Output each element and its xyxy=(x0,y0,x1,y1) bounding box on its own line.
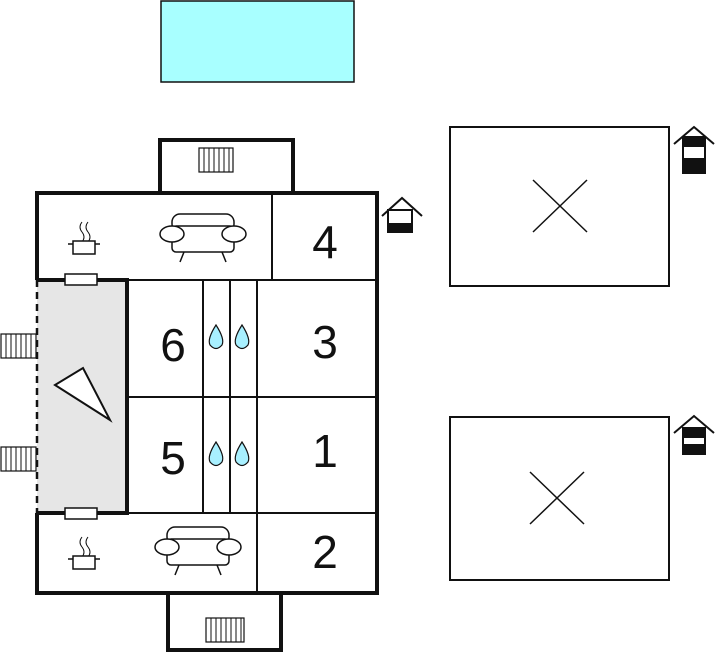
bed-cross-icon xyxy=(532,179,588,233)
sofa-icon xyxy=(154,526,242,576)
house-icon xyxy=(673,414,715,455)
annex-building-bottom xyxy=(449,416,670,581)
room-5-label: 5 xyxy=(160,432,186,484)
room-6-label: 6 xyxy=(160,319,186,371)
outer-wall xyxy=(35,191,379,595)
bottom-entrance-wall xyxy=(166,593,283,652)
room-3-label: 3 xyxy=(312,316,338,368)
window-top xyxy=(64,273,98,286)
top-entrance-wall xyxy=(158,138,295,193)
water-drop-icon xyxy=(208,323,250,467)
left-radiator-icon xyxy=(0,333,37,359)
left-radiator-icon xyxy=(0,446,37,472)
terrace-arrow-icon xyxy=(53,366,113,423)
room-2-label: 2 xyxy=(312,526,338,578)
room-4-label: 4 xyxy=(312,216,338,268)
bed-cross-icon xyxy=(529,471,585,525)
radiator-icon xyxy=(198,147,234,173)
kitchen-icon xyxy=(68,536,100,570)
room-1-label: 1 xyxy=(312,425,338,477)
radiator-icon xyxy=(205,617,245,643)
house-icon xyxy=(673,125,715,174)
house-icon xyxy=(381,196,423,233)
window-bottom xyxy=(64,507,98,520)
kitchen-icon xyxy=(68,221,100,255)
sofa-icon xyxy=(159,213,247,263)
pool xyxy=(160,0,355,83)
